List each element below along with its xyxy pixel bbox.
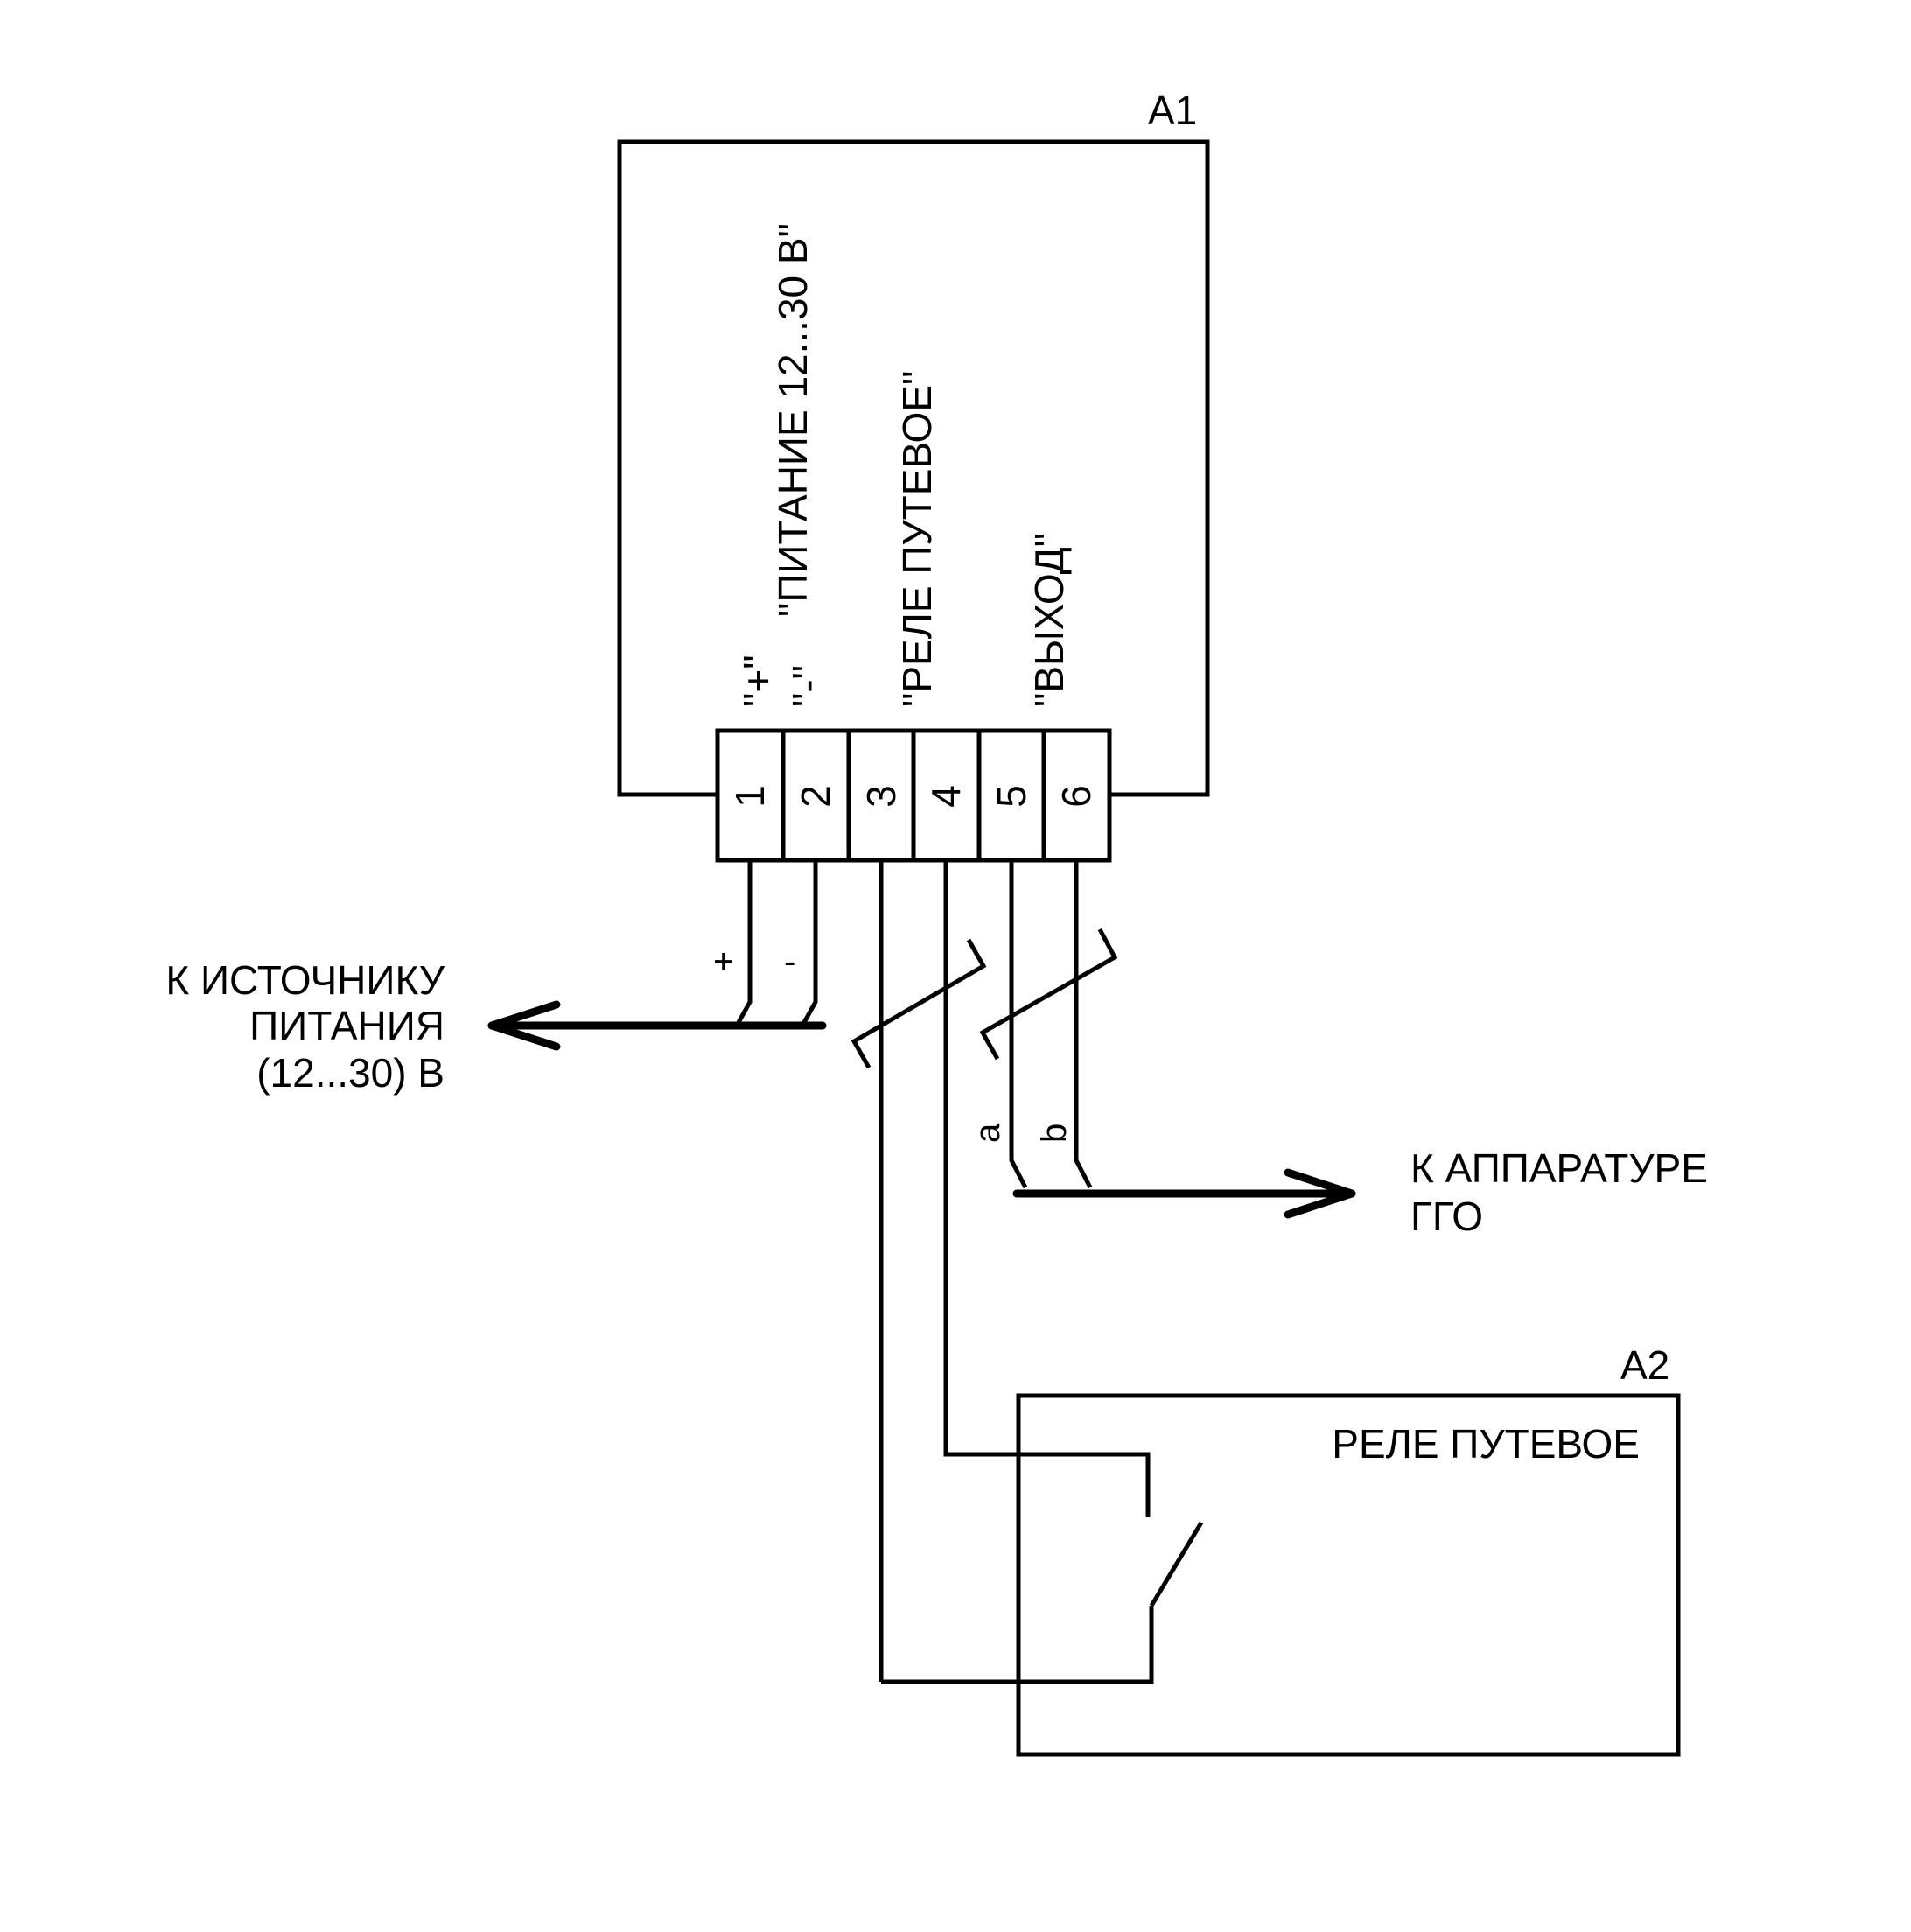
power-source-arrowhead	[487, 1000, 561, 1051]
output-wire-a-label: a	[969, 1123, 1007, 1143]
output-cable-bundle-mark	[979, 928, 1118, 1060]
ggo-label-line2: ГГО	[1410, 1194, 1483, 1239]
terminal-4-number: 4	[923, 785, 969, 808]
output-cable: a b	[969, 860, 1356, 1219]
terminal-minus-label: "-"	[784, 665, 830, 707]
a2-title: РЕЛЕ ПУТЕВОЕ	[1332, 1421, 1640, 1466]
relay-contact-lower-lead	[881, 1606, 1154, 1684]
ggo-arrowhead	[1284, 1168, 1356, 1219]
terminal-3-number: 3	[858, 785, 904, 808]
relay-terminal-label: "РЕЛЕ ПУТЕВОЕ"	[894, 371, 940, 707]
power-terminal-label: "ПИТАНИЕ 12...30 В"	[770, 223, 816, 617]
relay-cable	[850, 860, 1151, 1682]
relay-contact-switch	[1149, 1521, 1204, 1607]
block-a1: A1 1 2 3 4 5 6 "+" "-" "ПИТАНИЕ 12...30 …	[617, 88, 1210, 863]
ggo-label-line1: К АППАРАТУРЕ	[1410, 1145, 1708, 1191]
power-source-label-line1: К ИСТОЧНИКУ	[165, 957, 444, 1003]
relay-wire-4	[943, 860, 1151, 1517]
terminal-1-number: 1	[727, 785, 773, 808]
power-source-label-line3: (12...30) В	[256, 1050, 444, 1096]
a1-label: A1	[1148, 88, 1197, 133]
terminal-strip: 1 2 3 4 5 6	[715, 728, 1112, 863]
terminal-plus-label: "+"	[735, 654, 780, 707]
terminal-2-number: 2	[793, 785, 838, 808]
a2-label: A2	[1620, 1342, 1670, 1388]
terminal-5-number: 5	[989, 785, 1034, 808]
power-minus-wire-label: -	[784, 942, 795, 981]
power-plus-wire-label: +	[713, 942, 733, 981]
relay-cable-bundle-mark	[850, 938, 987, 1069]
output-wire-b-label: b	[1035, 1124, 1074, 1143]
power-plus-wire	[734, 860, 752, 1027]
block-a2: A2 РЕЛЕ ПУТЕВОЕ	[881, 1342, 1681, 1757]
a1-outline	[617, 139, 1210, 797]
power-cable: + -	[487, 860, 827, 1051]
output-terminal-label: "ВЫХОД"	[1026, 533, 1072, 707]
power-source-label-line2: ПИТАНИЯ	[249, 1003, 444, 1048]
a2-outline	[1016, 1393, 1681, 1757]
output-wire-a	[1009, 860, 1028, 1189]
output-wire-b	[1074, 860, 1093, 1189]
terminal-6-number: 6	[1054, 785, 1099, 808]
power-minus-wire	[800, 860, 818, 1027]
